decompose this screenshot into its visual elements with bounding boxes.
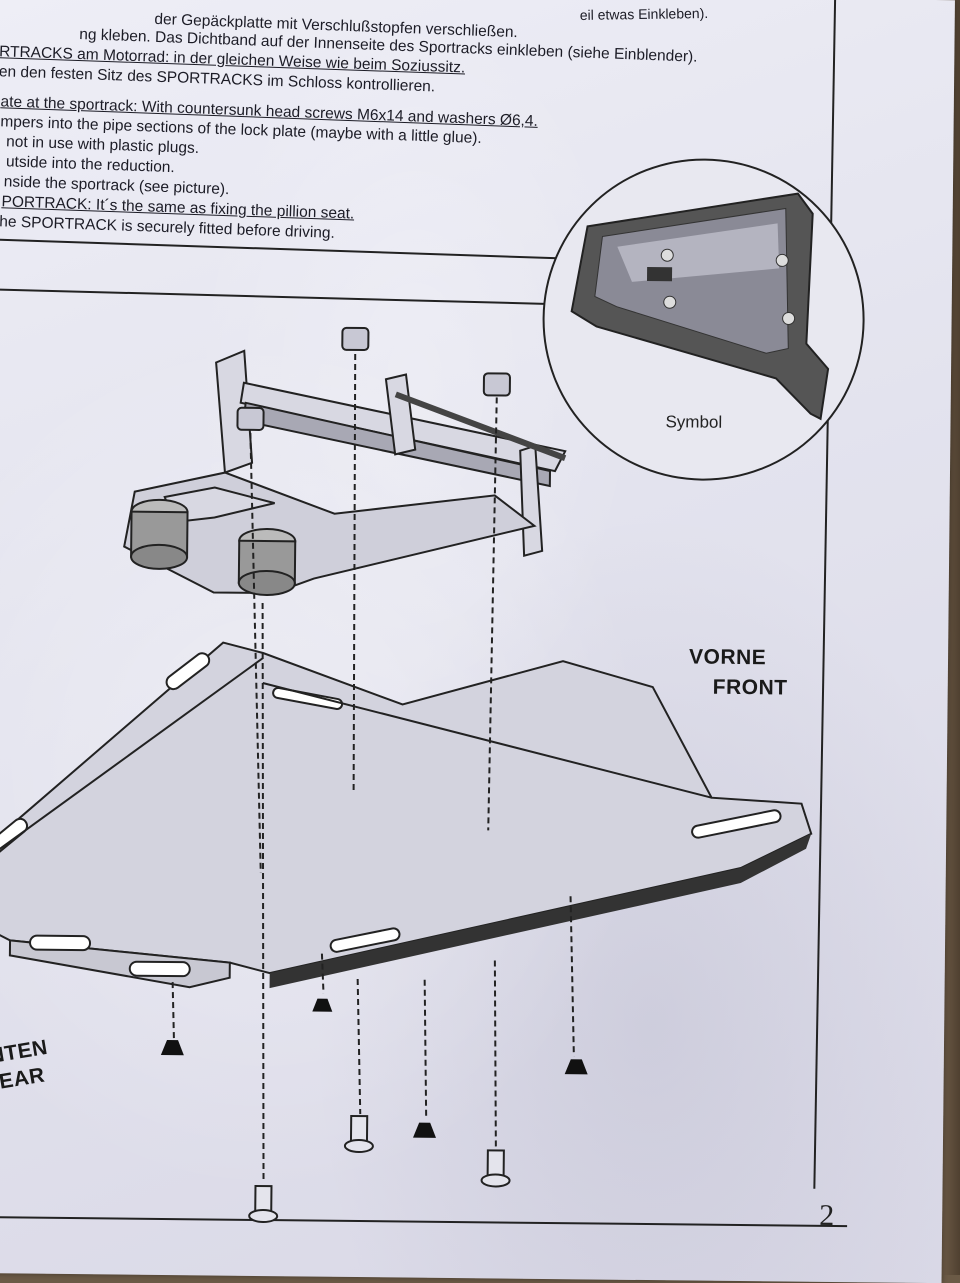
countersunk-screws (248, 1114, 511, 1224)
lock-nuts (236, 326, 511, 431)
inset-symbol-label: Symbol (665, 412, 723, 432)
page-number: 2 (819, 1198, 835, 1233)
rubber-bushing-left (130, 498, 189, 570)
assembly-guide-lines (171, 353, 575, 1184)
rack-bracket (123, 349, 567, 595)
rubber-bushing-right (237, 528, 297, 597)
plastic-plugs (160, 998, 588, 1138)
luggage-base-plate (0, 641, 813, 989)
inset-symbol-detail (542, 158, 865, 481)
front-label-en: FRONT (712, 675, 788, 700)
front-label-de: VORNE (688, 645, 767, 670)
